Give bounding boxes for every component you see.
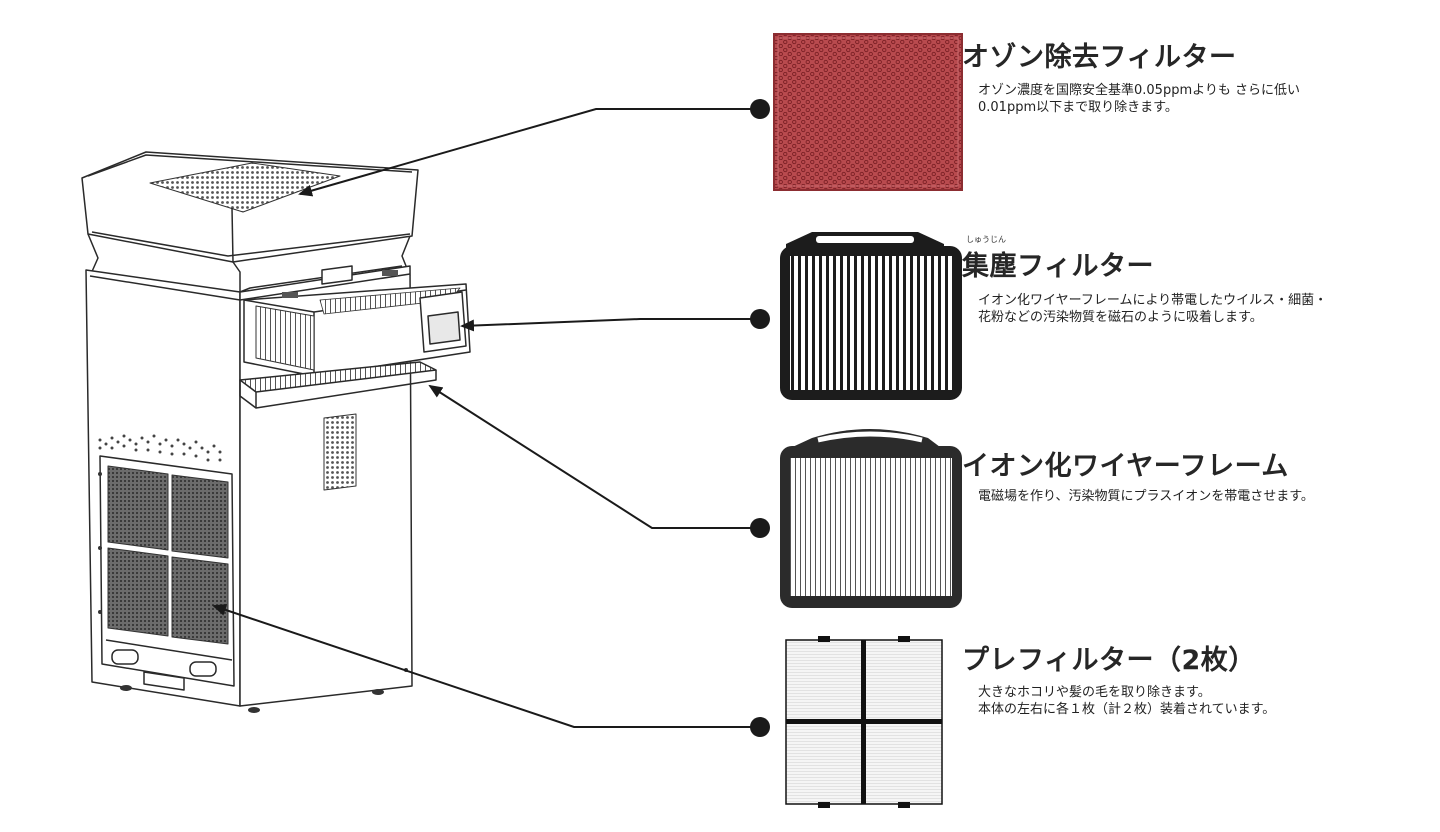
- ozone-filter-desc-line1: オゾン濃度を国際安全基準0.05ppmよりも さらに低い: [978, 83, 1300, 98]
- leader-line-wire: [428, 384, 758, 529]
- leader-dot-dust: [750, 309, 770, 329]
- ozone-filter-desc-line2: 0.01ppm以下まで取り除きます。: [978, 100, 1178, 115]
- side-prefilter-pane-tl: [107, 465, 169, 551]
- wire-frame-image: [780, 429, 962, 608]
- purifier-device: [81, 151, 471, 713]
- leader-dot-ozone: [750, 99, 770, 119]
- wire-frame-desc-line1: 電磁場を作り、汚染物質にプラスイオンを帯電させます。: [978, 489, 1314, 504]
- side-prefilter-pane-tr: [171, 474, 229, 559]
- leader-line-prefilter: [212, 604, 758, 728]
- leader-lines: [212, 108, 758, 728]
- side-grille: [323, 413, 357, 491]
- top-grille: [149, 162, 341, 213]
- prefilter-image: [785, 636, 943, 808]
- prefilter-desc-line2: 本体の左右に各１枚（計２枚）装着されています。: [978, 702, 1276, 717]
- vent-dots: [98, 434, 222, 462]
- leader-dots: [750, 99, 770, 737]
- dust-filter-ruby: しゅうじん: [966, 235, 1006, 244]
- ozone-filter-title: オゾン除去フィルター: [962, 42, 1237, 73]
- leader-line-ozone: [298, 108, 758, 197]
- wire-frame-title: イオン化ワイヤーフレーム: [962, 451, 1289, 482]
- prefilter-title: プレフィルター（2枚）: [962, 645, 1256, 676]
- dust-filter-desc-line1: イオン化ワイヤーフレームにより帯電したウイルス・細菌・: [978, 293, 1328, 308]
- dust-filter-image: [780, 232, 962, 400]
- dust-filter-title: 集塵フィルター: [962, 251, 1154, 282]
- side-prefilter-pane-br: [171, 556, 229, 645]
- leader-dot-prefilter: [750, 717, 770, 737]
- side-prefilter-pane-bl: [107, 547, 169, 637]
- leader-dot-wire: [750, 518, 770, 538]
- ozone-filter-image: [773, 33, 963, 191]
- leader-line-dust: [460, 318, 758, 332]
- dust-filter-desc-line2: 花粉などの汚染物質を磁石のように吸着します。: [978, 310, 1263, 325]
- prefilter-desc-line1: 大きなホコリや髪の毛を取り除きます。: [978, 685, 1211, 700]
